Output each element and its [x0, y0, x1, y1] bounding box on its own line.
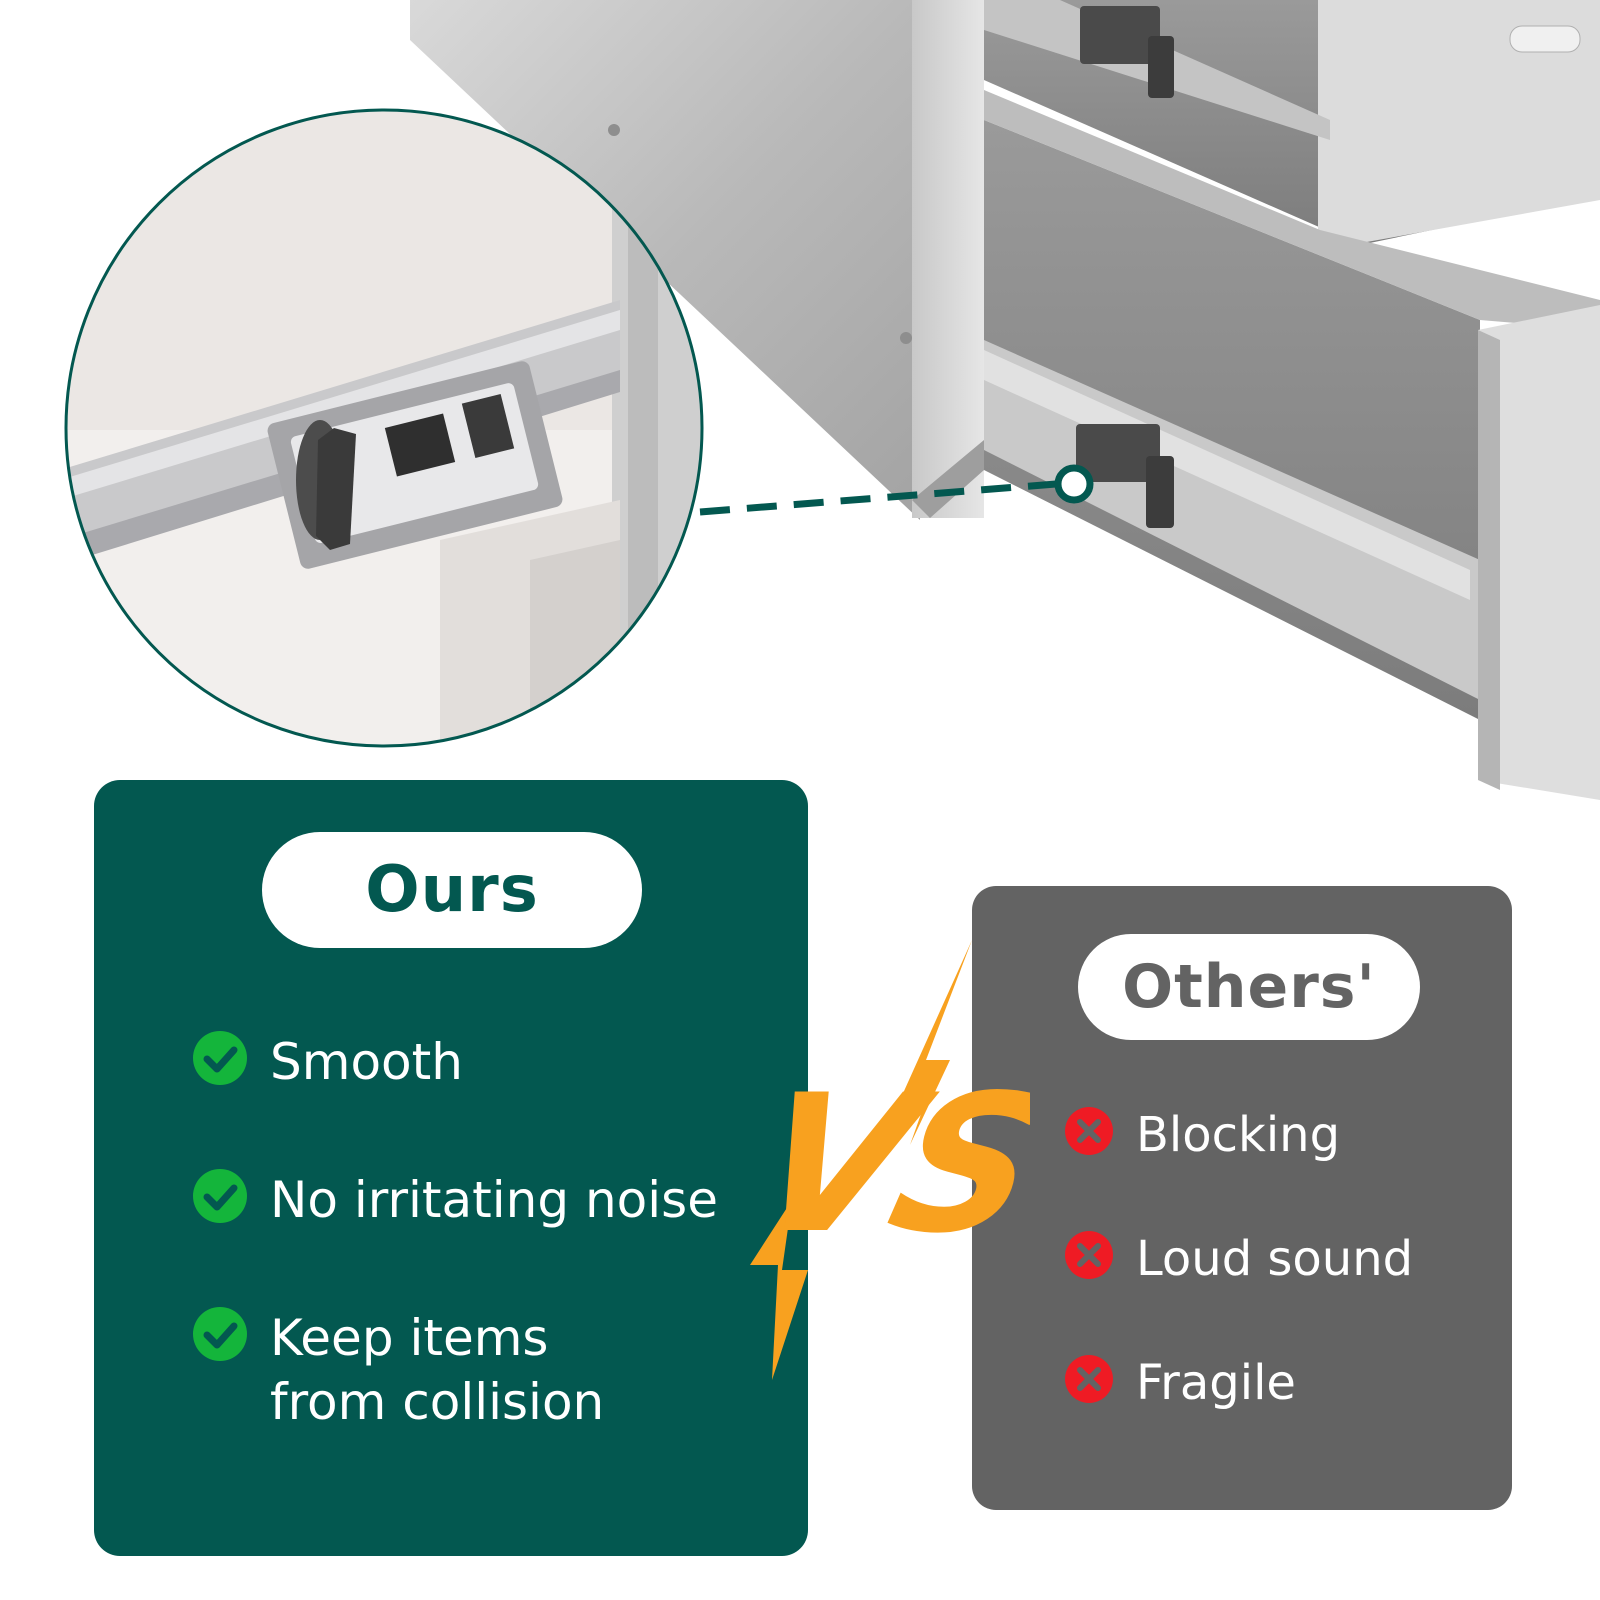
- lightning-lower: [750, 1200, 808, 1380]
- x-circle-icon: [1065, 1231, 1113, 1279]
- others-item-label: Blocking: [1136, 1107, 1341, 1163]
- others-item-label: Fragile: [1136, 1355, 1296, 1411]
- others-title: Others': [1078, 934, 1420, 1040]
- vs-badge: VS: [750, 940, 1030, 1380]
- vs-label: VS: [750, 1054, 1030, 1276]
- others-card: Others' Blocking Loud sound Fragile: [972, 886, 1512, 1510]
- ours-item-label: No irritating noise: [270, 1171, 718, 1229]
- others-item: Blocking: [1064, 1106, 1340, 1164]
- check-circle-icon: [193, 1307, 247, 1361]
- others-item: Fragile: [1064, 1354, 1296, 1412]
- ours-item-label: Keep items from collision: [270, 1309, 605, 1431]
- others-item-label: Loud sound: [1136, 1231, 1414, 1287]
- x-circle-icon: [1065, 1107, 1113, 1155]
- x-circle-icon: [1065, 1355, 1113, 1403]
- ours-card: Ours Smooth No irritating noise Keep ite…: [94, 780, 808, 1556]
- ours-item-label: Smooth: [270, 1033, 463, 1091]
- ours-item: Keep items from collision: [192, 1306, 662, 1434]
- check-circle-icon: [193, 1031, 247, 1085]
- ours-item: Smooth: [192, 1030, 463, 1094]
- ours-title: Ours: [262, 832, 642, 948]
- lightning-upper: [900, 940, 972, 1145]
- check-circle-icon: [193, 1169, 247, 1223]
- ours-item: No irritating noise: [192, 1168, 718, 1232]
- others-item: Loud sound: [1064, 1230, 1413, 1288]
